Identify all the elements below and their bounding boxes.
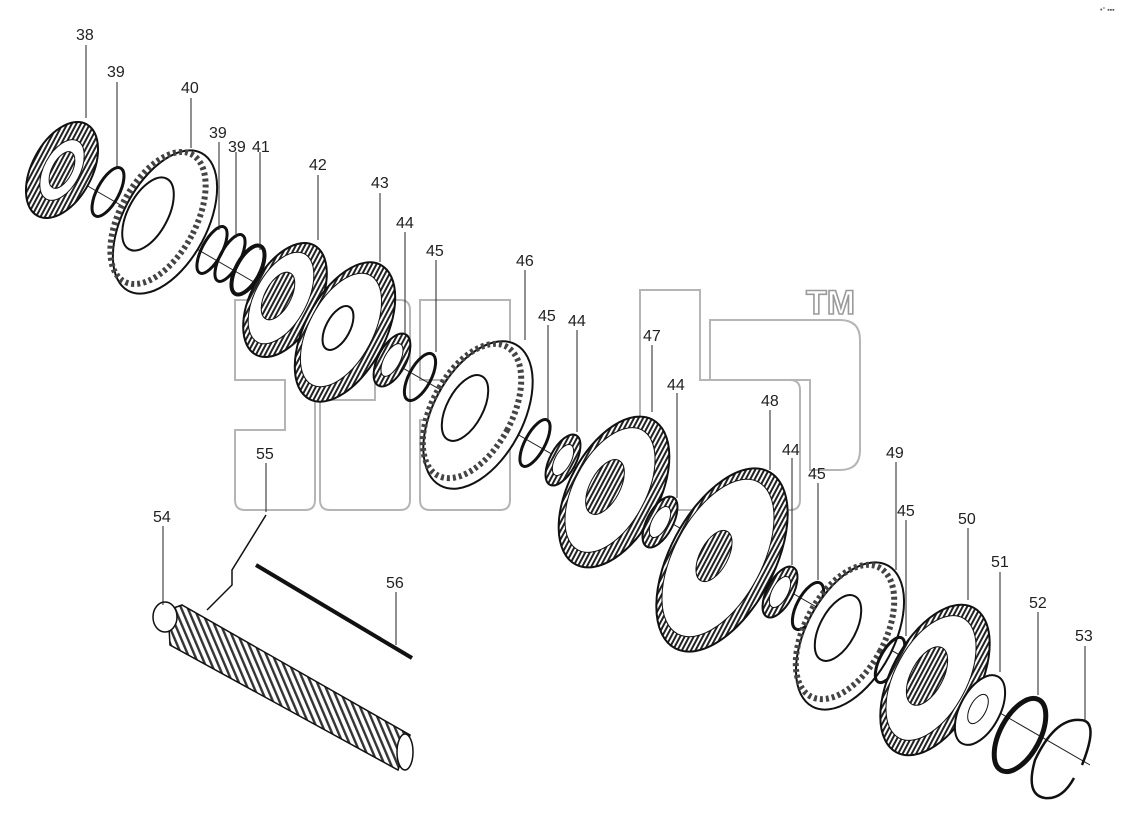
callout-39: 39: [209, 125, 227, 142]
callout-42: 42: [309, 157, 327, 174]
callout-56: 56: [386, 575, 404, 592]
callout-44: 44: [396, 215, 414, 232]
callout-45: 45: [897, 503, 915, 520]
callout-41: 41: [252, 139, 270, 156]
callout-labels: 38 39 40 39 39 41 42 43 44 45 46 45 44 4…: [76, 27, 1093, 645]
callout-44: 44: [667, 377, 685, 394]
part-41-ring: [229, 243, 267, 297]
leader-lines: [85, 45, 1086, 722]
callout-44: 44: [782, 442, 800, 459]
corner-mark: •° ▪▪▪: [1100, 6, 1115, 14]
part-44-bearing-b-bore: [551, 444, 575, 476]
part-56-rod: [254, 563, 414, 660]
callout-51: 51: [991, 554, 1009, 571]
part-43-gear: [293, 261, 397, 403]
part-48-gear: [655, 467, 789, 653]
part-52-ring: [991, 695, 1049, 775]
callout-53: 53: [1075, 628, 1093, 645]
callout-47: 47: [643, 328, 661, 345]
part-39-ring-c: [213, 233, 247, 283]
callout-46: 46: [516, 253, 534, 270]
callout-45: 45: [808, 466, 826, 483]
part-46-hub: [419, 340, 534, 490]
part-39-ring: [90, 166, 126, 218]
watermark-trademark: TM: [806, 284, 855, 322]
part-45-ring: [402, 351, 438, 403]
callout-49: 49: [886, 445, 904, 462]
callout-52: 52: [1029, 595, 1047, 612]
callout-48: 48: [761, 393, 779, 410]
callout-43: 43: [371, 175, 389, 192]
callout-38: 38: [76, 27, 94, 44]
part-44-bearing-bore: [380, 343, 404, 377]
part-40-hub: [107, 148, 219, 295]
part-38-gear: [24, 120, 100, 220]
part-53-snap-ring: [1030, 718, 1092, 800]
callout-40: 40: [181, 80, 199, 97]
callout-55: 55: [256, 446, 274, 463]
part-44-bearing-c-bore: [648, 506, 672, 538]
callout-54: 54: [153, 509, 171, 526]
part-47-gear: [557, 415, 671, 569]
part-49-hub: [792, 561, 906, 711]
callout-45: 45: [426, 243, 444, 260]
callout-39: 39: [107, 64, 125, 81]
part-51-washer: [953, 674, 1007, 746]
callout-45: 45: [538, 308, 556, 325]
callout-50: 50: [958, 511, 976, 528]
callout-44: 44: [568, 313, 586, 330]
part-54-shaft: [152, 601, 414, 772]
part-44-bearing-d-bore: [768, 576, 792, 608]
callout-39: 39: [228, 139, 246, 156]
part-45-ring-b: [518, 418, 552, 468]
part-55-pin: [206, 514, 267, 611]
